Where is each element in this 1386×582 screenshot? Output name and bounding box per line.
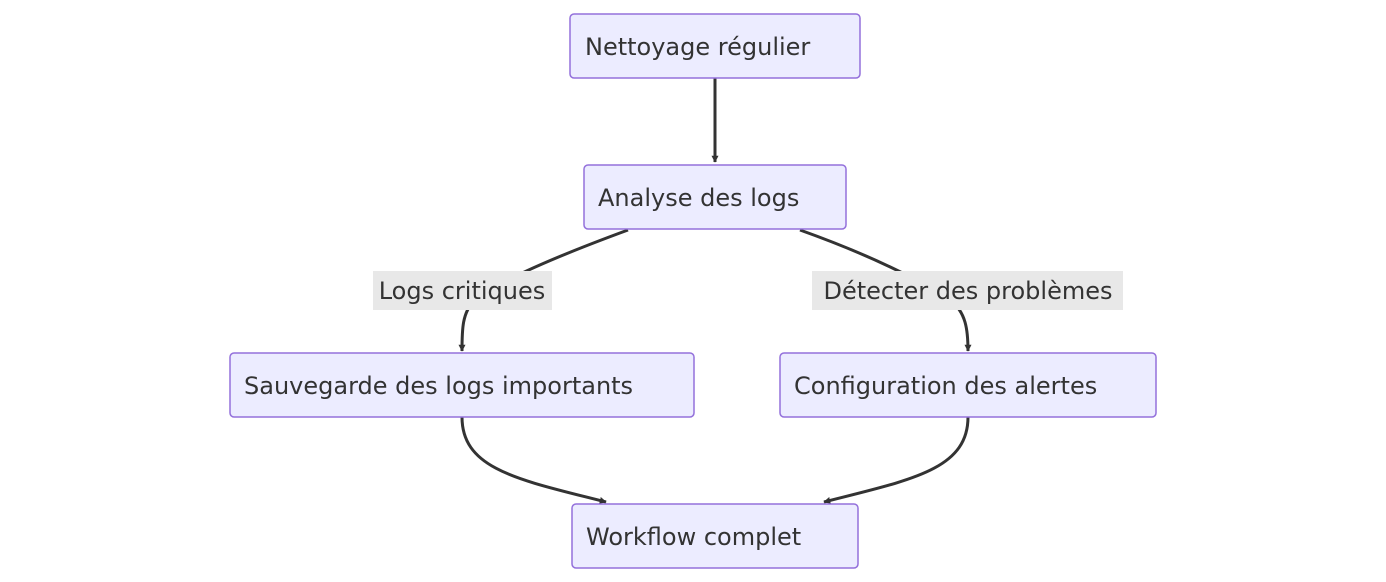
edge-sauvegarde-to-workflow [460,416,607,504]
node-label: Nettoyage régulier [585,33,810,61]
edge-label-text: Logs critiques [379,277,546,305]
edge-label-background [373,271,552,310]
node-box [571,503,859,569]
node-analyse-des-logs[interactable]: Analyse des logs [583,164,847,230]
node-label: Sauvegarde des logs importants [244,372,633,400]
edge-label-detecter-problemes: Détecter des problèmes [812,271,1123,310]
node-box [229,352,695,418]
node-workflow-complet[interactable]: Workflow complet [571,503,859,569]
node-label: Analyse des logs [598,184,799,212]
node-label: Configuration des alertes [794,372,1097,400]
node-configuration-des-alertes[interactable]: Configuration des alertes [779,352,1157,418]
node-label: Workflow complet [586,523,801,551]
node-box [583,164,847,230]
edge-label-text: Détecter des problèmes [824,277,1113,305]
node-sauvegarde-des-logs[interactable]: Sauvegarde des logs importants [229,352,695,418]
node-box [779,352,1157,418]
edge-label-background [812,271,1123,310]
edge-label-logs-critiques: Logs critiques [373,271,552,310]
edge-configuration-to-workflow [823,416,970,504]
node-nettoyage-regulier[interactable]: Nettoyage régulier [569,13,861,79]
node-box [569,13,861,79]
